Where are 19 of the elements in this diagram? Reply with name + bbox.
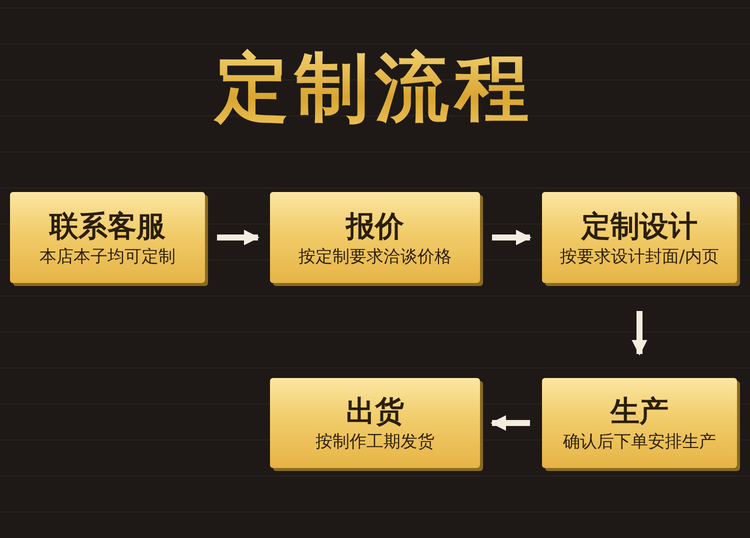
step-title: 生产	[610, 393, 668, 430]
arrow	[492, 230, 532, 246]
step-description: 按制作工期发货	[316, 431, 434, 454]
step-title: 定制设计	[582, 208, 698, 244]
step-description: 按定制要求洽谈价格	[298, 246, 452, 268]
step-box	[270, 378, 480, 468]
step-box	[270, 192, 480, 283]
step-box	[542, 378, 737, 468]
step-box	[542, 192, 737, 283]
step-description: 确认后下单安排生产	[563, 431, 716, 454]
arrow	[490, 415, 530, 431]
step-title: 联系客服	[50, 208, 166, 244]
arrow	[217, 230, 260, 246]
step-title: 出货	[346, 393, 404, 430]
step-box	[10, 192, 205, 283]
step-title: 报价	[346, 208, 404, 244]
arrow	[632, 311, 648, 356]
step-description: 本店本子均可定制	[40, 246, 176, 268]
step-description: 按要求设计封面/内页	[560, 246, 719, 268]
